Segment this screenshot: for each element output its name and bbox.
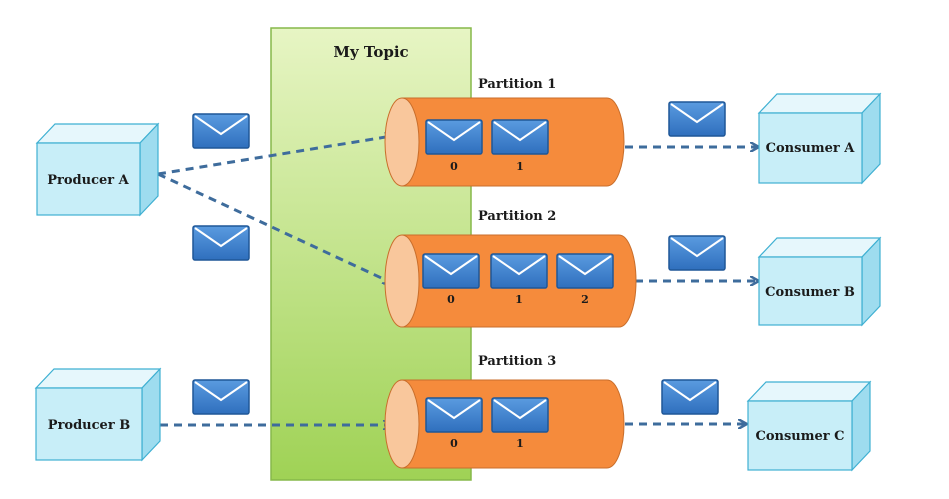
producer-a-front (36, 142, 141, 216)
consumer-b-front (758, 256, 863, 326)
consumer-b-top (757, 237, 882, 258)
message-icon (425, 119, 483, 155)
arrow-producer-a-to-partition-1 (157, 136, 392, 176)
flow-arrows (157, 136, 757, 425)
topic-label: My Topic (333, 43, 408, 61)
producer-b: Producer B (34, 367, 162, 462)
offset-label: 1 (516, 160, 524, 173)
producer-b-top (34, 368, 162, 389)
message-icon (192, 225, 250, 261)
offset-label: 1 (516, 437, 524, 450)
consumer-a-top (757, 93, 882, 114)
consumer-a: Consumer A (757, 92, 882, 185)
consumer-c-label: Consumer C (756, 429, 845, 444)
consumer-b-label: Consumer B (765, 285, 855, 300)
consumer-c: Consumer C (746, 380, 872, 472)
message-icon (491, 119, 549, 155)
producer-a-top (35, 123, 160, 144)
partition-3-label: Partition 3 (478, 354, 556, 369)
producer-a-label: Producer A (47, 173, 129, 188)
message-icon (491, 397, 549, 433)
message-icon (425, 397, 483, 433)
message-icon (668, 235, 726, 271)
message-icon (422, 253, 480, 289)
offset-label: 2 (581, 293, 589, 306)
partition-2-cap (384, 234, 420, 328)
message-icon (668, 101, 726, 137)
message-icon (490, 253, 548, 289)
message-icon (192, 379, 250, 415)
consumer-a-front (758, 112, 863, 184)
partition-1: Partition 1 0 1 (384, 77, 625, 187)
consumer-a-label: Consumer A (766, 141, 856, 156)
partition-3-cap (384, 379, 420, 469)
producer-b-label: Producer B (48, 418, 130, 433)
consumer-b: Consumer B (757, 236, 882, 327)
offset-label: 0 (447, 293, 455, 306)
partition-1-label: Partition 1 (478, 77, 556, 92)
message-icon (192, 113, 250, 149)
partition-3: Partition 3 0 1 (384, 354, 625, 469)
partition-2: Partition 2 0 1 2 (384, 209, 637, 328)
offset-label: 1 (515, 293, 523, 306)
offset-label: 0 (450, 160, 458, 173)
consumer-c-front (747, 400, 853, 471)
partition-2-label: Partition 2 (478, 209, 556, 224)
producer-a: Producer A (35, 122, 160, 217)
partition-1-cap (384, 97, 420, 187)
message-icon (556, 253, 614, 289)
message-icon (661, 379, 719, 415)
offset-label: 0 (450, 437, 458, 450)
producer-b-front (35, 387, 143, 461)
arrow-producer-a-to-partition-2 (157, 172, 390, 282)
consumer-c-top (746, 381, 872, 402)
